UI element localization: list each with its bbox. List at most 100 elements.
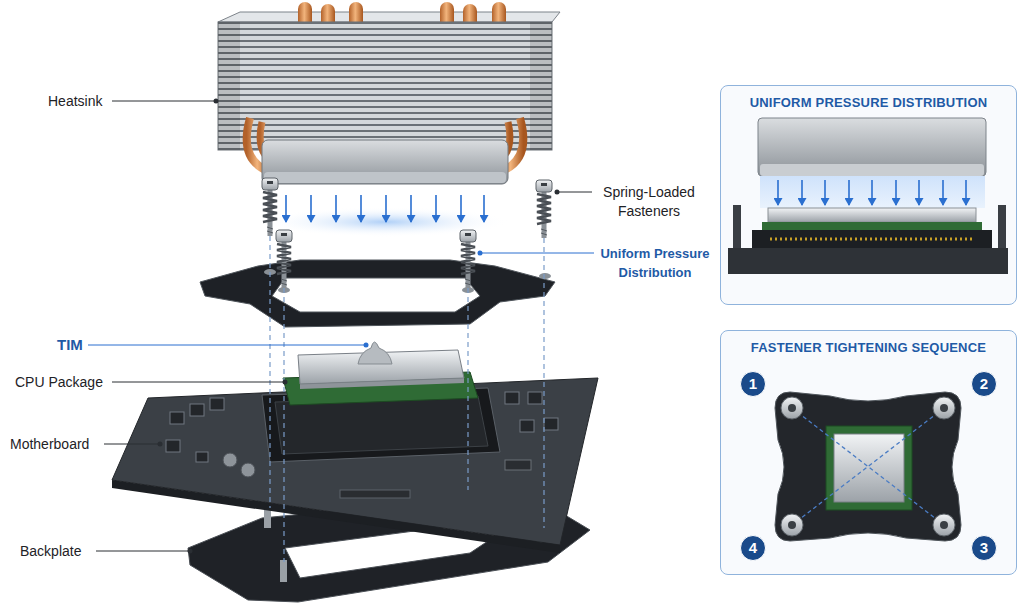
heatsink-base [758,118,986,176]
leader-dot [188,549,193,554]
leader-dot [478,251,483,256]
ihs [834,434,904,502]
number-circle [972,372,997,397]
panel-title: FASTENER TIGHTENING SEQUENCE [721,340,1016,355]
screw-heads [781,397,955,536]
part-label: Spring-Loaded Fasteners [597,183,701,221]
fin-shade [218,22,240,150]
alignment-line [543,238,544,528]
screw-head [933,397,955,419]
pressure-arrow [848,180,850,205]
pressure-arrow [777,180,779,205]
callout-number: 3 [971,535,997,561]
pressure-arrow [871,180,873,205]
pressure-arrow [942,180,944,205]
screw-head [781,397,803,419]
sequence-number: 3 [971,535,997,561]
part-label: Motherboard [10,435,110,454]
pressure-arrow [965,180,967,205]
mount-hole [539,273,551,279]
pressure-arrows [286,195,484,222]
callout-number: 2 [971,371,997,397]
screw-socket [788,521,796,529]
choke [166,440,180,452]
choke [505,392,519,404]
cpu-package [283,342,478,405]
slot [340,490,410,498]
leader-dot [158,442,163,447]
heatsink [218,2,560,184]
spring-screw [460,230,476,288]
screw-head [781,514,803,536]
pressure-detail [721,86,1016,304]
sequence-number: 4 [740,535,766,561]
pressure-arrow [801,180,803,205]
heatsink-base [262,140,508,184]
choke [210,398,224,410]
pressure-arrow [360,195,362,222]
alignment-line [467,288,468,490]
leader-line [88,345,366,346]
bracket-plate [775,392,961,541]
spring-screw [262,178,278,236]
choke [190,404,204,416]
standoff-post [998,205,1006,251]
leader-lines [88,99,594,554]
part-label: Backplate [20,542,110,561]
pressure-arrow [310,195,312,222]
part-label: TIM [57,335,97,354]
leader-line [104,444,160,445]
alignment-line [269,236,270,508]
ihs [768,208,976,222]
panel-background [721,331,1016,574]
base-bottom [760,164,984,176]
number-circle [741,536,766,561]
callout-number: 4 [740,535,766,561]
pressure-arrow [483,195,485,222]
screw-head [933,514,955,536]
motherboard [112,378,598,553]
leader-line [96,551,190,552]
mounting-bracket [200,260,555,327]
screw-socket [788,404,796,412]
diagonal-line [792,408,944,525]
part-label: Uniform Pressure Distribution [596,244,714,282]
pressure-arrow [895,180,897,205]
part-label: CPU Package [15,373,115,392]
part-label: Heatsink [48,92,118,111]
leader-line [112,382,285,383]
capacitor [241,463,255,477]
leader-line [557,192,592,193]
choke [520,420,534,432]
sequence-number: 2 [971,371,997,397]
detail-panel: FASTENER TIGHTENING SEQUENCE 1 2 4 3 [720,330,1017,575]
socket-pins [770,238,975,241]
sequence-detail [721,331,1016,574]
pressure-arrow [410,195,412,222]
pressure-arrow [285,195,287,222]
standoff-post [733,205,741,251]
callout-number: 1 [740,371,766,397]
choke [528,392,542,404]
pressure-arrow [335,195,337,222]
panel-background [721,86,1016,304]
choke [544,418,558,430]
spring-screw [276,230,292,288]
chip [505,460,531,470]
pressure-arrow [918,180,920,205]
number-circle [741,372,766,397]
cpu-substrate [826,426,912,510]
leader-dot [364,343,369,348]
leader-dot [555,190,560,195]
leader-line [112,101,216,102]
pressure-arrow [435,195,437,222]
pressure-glow [760,176,985,208]
fin-shade [530,22,552,150]
choke [196,452,208,462]
fin-stack [218,22,552,150]
screw-socket [940,404,948,412]
board-edge [112,480,560,553]
